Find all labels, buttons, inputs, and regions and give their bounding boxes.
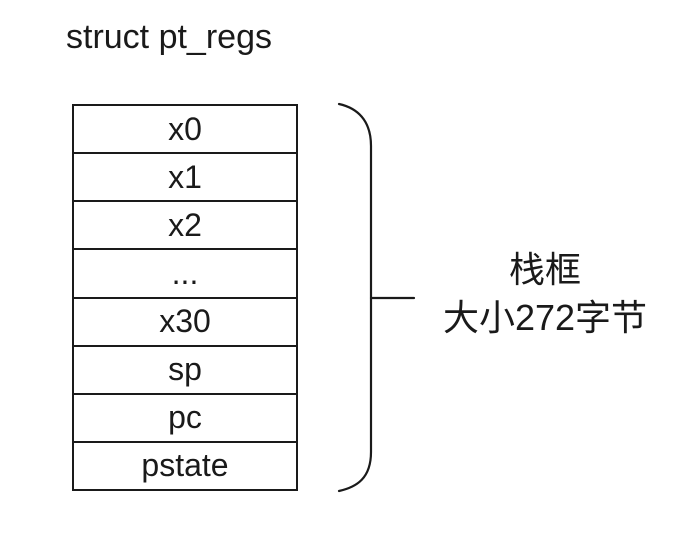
register-label: sp [168,351,202,388]
register-row: pc [74,395,296,443]
register-label: x30 [159,303,211,340]
register-row: x0 [74,106,296,155]
register-label: x1 [168,158,202,195]
stack-frame-label: 栈框 大小272字节 [420,246,670,342]
register-label: ... [171,254,199,291]
brace-curve [337,102,373,493]
stack-frame-label-line1: 栈框 [508,249,581,290]
register-label: pstate [141,447,229,484]
register-label: x2 [168,206,202,243]
register-row: sp [74,347,296,395]
register-label: pc [168,399,202,436]
pt-regs-table: x0 x1 x2 ... x30 sp pc pstate [72,104,298,491]
register-row: ... [74,250,296,299]
register-row: x2 [74,202,296,251]
register-label: x0 [168,110,202,147]
stack-frame-label-line2: 大小272字节 [442,297,648,338]
register-row: x30 [74,299,296,347]
diagram-title: struct pt_regs [66,18,272,56]
register-row: pstate [74,443,296,489]
register-row: x1 [74,154,296,203]
